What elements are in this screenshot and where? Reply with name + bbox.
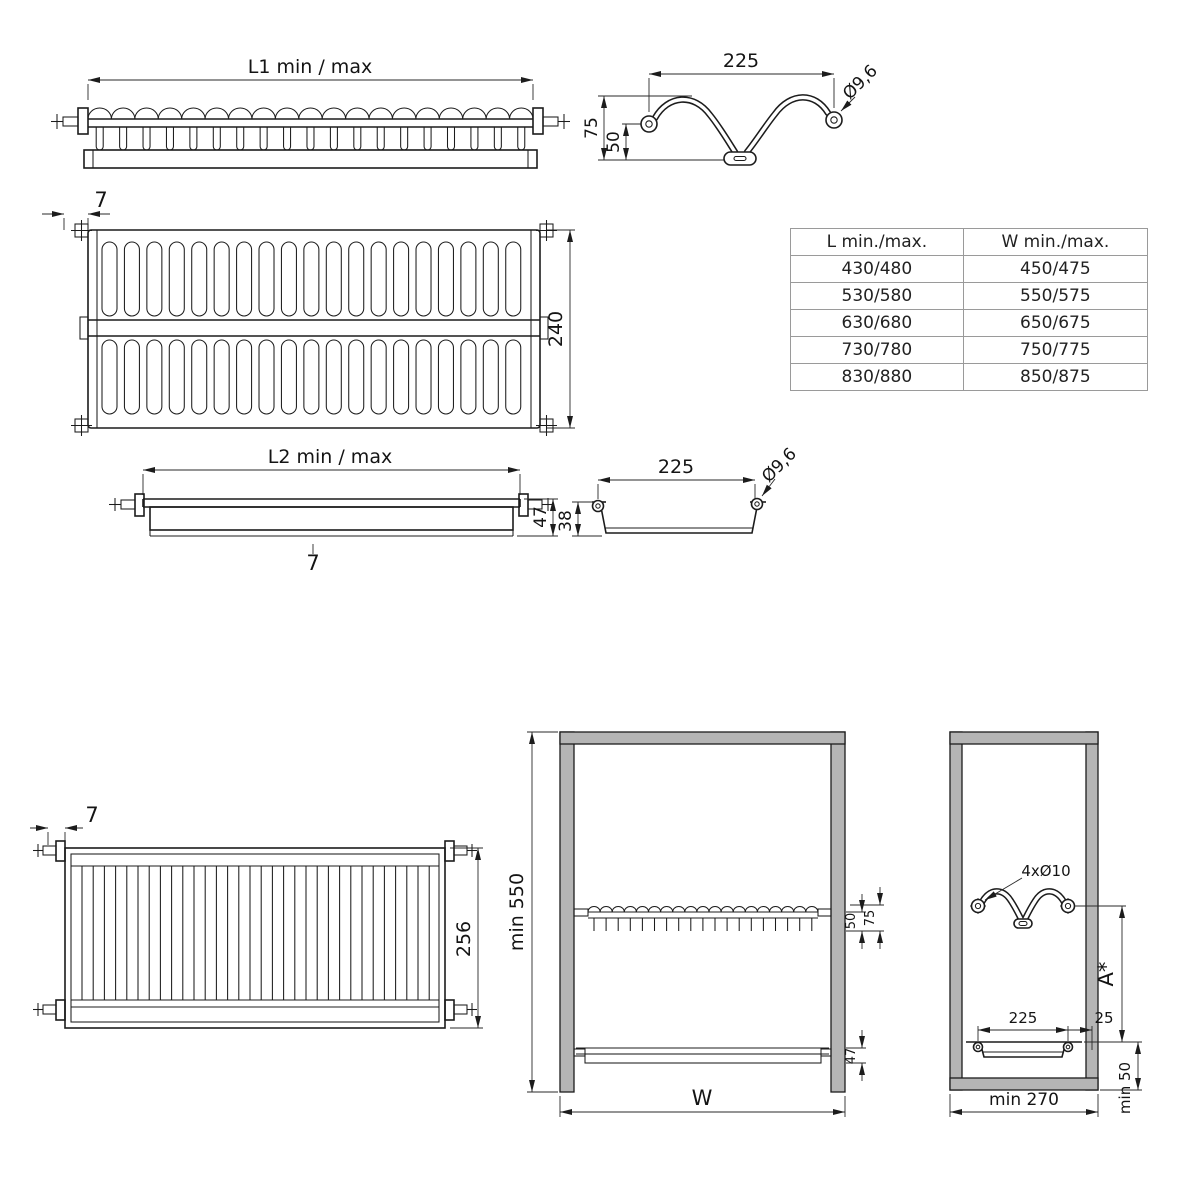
dim-h75-label: 75 [582,117,602,139]
table-cell: 630/680 [790,309,964,337]
dim-25-label: 25 [1094,1009,1113,1027]
wire-side-view: 225 Ø9,6 75 50 [582,50,882,166]
dim-w-label: W [692,1086,713,1110]
table-cell: 750/775 [962,336,1149,364]
corner-pins [71,220,557,436]
rack-top-view: 7 240 [42,188,575,436]
dim-h50-label: 50 [604,131,624,153]
dim-min270-label: min 270 [989,1090,1059,1110]
dim-225b-label: 225 [1009,1009,1038,1027]
cabinet-side-view: 4xØ10 225 25 A* min 270 min 50 [949,731,1142,1117]
mount-pin-left [51,107,89,135]
dim-width225-label: 225 [658,456,694,478]
dim-holes-label: 4xØ10 [1021,862,1070,880]
rack2-front-view: 7 256 [30,803,483,1029]
dim-75-label: 75 [863,910,878,927]
dim-offset7-label: 7 [94,188,107,212]
table-cell: 430/480 [790,255,964,283]
dim-min550-label: min 550 [506,873,528,951]
dim-a-label: A* [1094,962,1118,987]
cabinet-front-view: min 550 50 75 47 W [506,731,884,1117]
dim-diameter-label: Ø9,6 [839,61,882,104]
dim-width-label: 225 [723,50,759,72]
dim-diameter2-label: Ø9,6 [758,444,801,487]
table-cell: 730/780 [790,336,964,364]
table-cell: 450/475 [962,255,1149,283]
tray-pin-left [109,493,145,517]
dim-offset7c-label: 7 [85,803,98,827]
rack-front-view: L1 min / max [51,56,570,169]
tray-side-view: 225 Ø9,6 38 [556,444,801,537]
dim-depth240-label: 240 [545,311,567,347]
table-cell: 850/875 [962,363,1149,391]
dim-h38-label: 38 [556,510,576,532]
dim-l2-label: L2 min / max [268,446,392,468]
dim-50-label: 50 [844,913,859,930]
tray-front-view: L2 min / max 47 7 [109,446,558,575]
dim-min50-label: min 50 [1116,1062,1134,1114]
table-cell: 550/575 [962,282,1149,310]
table-cell: 650/675 [962,309,1149,337]
table-cell: 830/880 [790,363,964,391]
table-header-l: L min./max. [790,228,964,256]
dim-h256-label: 256 [453,921,475,957]
table-header-row: L min./max. W min./max. [790,228,1149,256]
mount-pin-right [532,107,570,135]
dim-h47-label: 47 [531,506,551,528]
dim-l1-label: L1 min / max [248,56,372,78]
rack2-pins [33,840,477,1021]
table-cell: 530/580 [790,282,964,310]
dim-47b-label: 47 [844,1048,859,1065]
dim-offset7b-label: 7 [306,551,319,575]
table-header-w: W min./max. [962,228,1149,256]
